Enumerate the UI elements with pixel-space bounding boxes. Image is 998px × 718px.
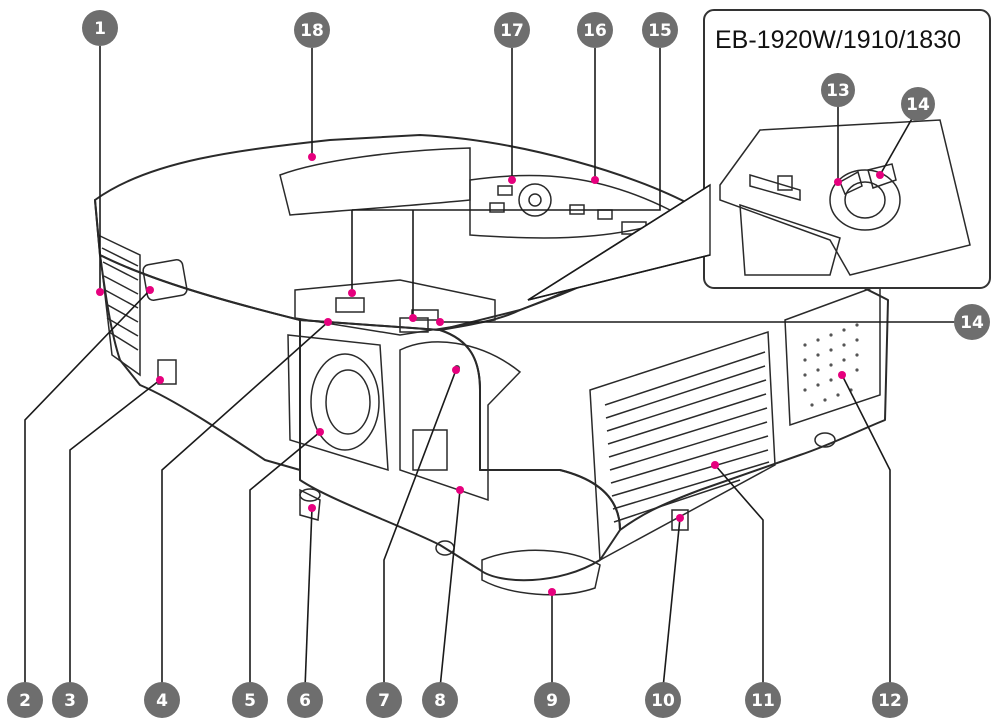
callout-3: 3 — [52, 682, 88, 718]
callout-badges: 1 2 3 4 5 6 7 8 — [7, 10, 990, 718]
callout-16: 16 — [577, 12, 613, 48]
front-foot-top — [299, 488, 321, 502]
projector-illustration — [94, 134, 889, 596]
callout-12-label: 12 — [878, 691, 902, 711]
callout-7: 7 — [366, 682, 402, 718]
rear-foot-right — [814, 432, 836, 448]
zoom-ring — [335, 297, 365, 313]
inset-zoom-lever — [839, 170, 863, 196]
callout-1: 1 — [82, 10, 118, 46]
callout-13: 13 — [821, 73, 855, 107]
inset-frame — [703, 9, 991, 289]
callout-3-label: 3 — [64, 691, 76, 711]
inset-focus-lever — [867, 163, 897, 189]
callout-14-main: 14 — [954, 304, 990, 340]
callout-9-label: 9 — [546, 691, 558, 711]
callout-2-label: 2 — [19, 691, 31, 711]
inset-lens-opening — [739, 203, 841, 276]
leader-lines — [24, 46, 960, 689]
callout-17: 17 — [494, 12, 530, 48]
callout-10-label: 10 — [651, 691, 675, 711]
front-sensor-module — [399, 341, 522, 502]
inset-slider-knob — [777, 175, 793, 191]
lens-slider-panel — [294, 279, 496, 336]
callout-8: 8 — [422, 682, 458, 718]
callout-7-label: 7 — [378, 691, 390, 711]
remote-receiver-front — [142, 259, 188, 301]
callout-5-label: 5 — [244, 691, 256, 711]
callout-15-label: 15 — [648, 21, 672, 41]
callout-5: 5 — [232, 682, 268, 718]
lens-housing — [287, 334, 389, 472]
projector-top-surface — [94, 134, 701, 331]
callout-1-label: 1 — [94, 19, 106, 39]
inset-lens-center — [844, 181, 886, 219]
inset-pointer-edge-bottom — [527, 254, 711, 301]
callout-15: 15 — [642, 12, 678, 48]
lens-glass — [325, 369, 371, 435]
callout-14-inset: 14 — [901, 87, 935, 121]
callout-14-inset-label: 14 — [906, 95, 930, 115]
callout-16-label: 16 — [583, 21, 607, 41]
front-foot — [299, 488, 321, 521]
projector-left-side — [94, 199, 301, 471]
security-slot — [157, 359, 177, 385]
control-button-a — [497, 185, 513, 196]
callout-4-label: 4 — [156, 691, 168, 711]
remote-receiver-front-right — [412, 429, 448, 471]
control-enter-button — [528, 193, 542, 207]
callout-18-label: 18 — [300, 21, 324, 41]
callout-4: 4 — [144, 682, 180, 718]
callout-6: 6 — [287, 682, 323, 718]
inset-slider-rail — [749, 173, 801, 201]
air-filter-latch — [671, 509, 689, 531]
control-dpad — [518, 183, 552, 217]
callout-11: 11 — [745, 682, 781, 718]
callout-11-label: 11 — [751, 691, 775, 711]
left-air-vent — [97, 233, 141, 377]
callout-8-label: 8 — [434, 691, 446, 711]
inset-lens-housing — [719, 119, 971, 276]
control-button-b — [489, 202, 505, 213]
control-button-d — [597, 209, 613, 220]
callout-17-label: 17 — [500, 21, 524, 41]
callout-12: 12 — [872, 682, 908, 718]
projection-lens — [310, 353, 380, 451]
inset-lens-ring — [829, 169, 901, 231]
speaker-grille — [784, 283, 881, 427]
callout-6-label: 6 — [299, 691, 311, 711]
foot-release-lever — [481, 549, 601, 596]
inset-title: EB-1920W/1910/1830 — [715, 26, 961, 54]
callout-14-main-label: 14 — [960, 313, 984, 333]
callout-13-label: 13 — [826, 81, 850, 101]
inset-pointer-edge-top — [527, 184, 711, 301]
inset-panel: EB-1920W/1910/1830 — [703, 9, 991, 289]
air-filter-cover — [589, 330, 776, 562]
callout-10: 10 — [645, 682, 681, 718]
callout-18: 18 — [294, 12, 330, 48]
callout-2: 2 — [7, 682, 43, 718]
target-markers — [96, 153, 884, 596]
callout-9: 9 — [534, 682, 570, 718]
air-filter-vents — [604, 351, 770, 523]
